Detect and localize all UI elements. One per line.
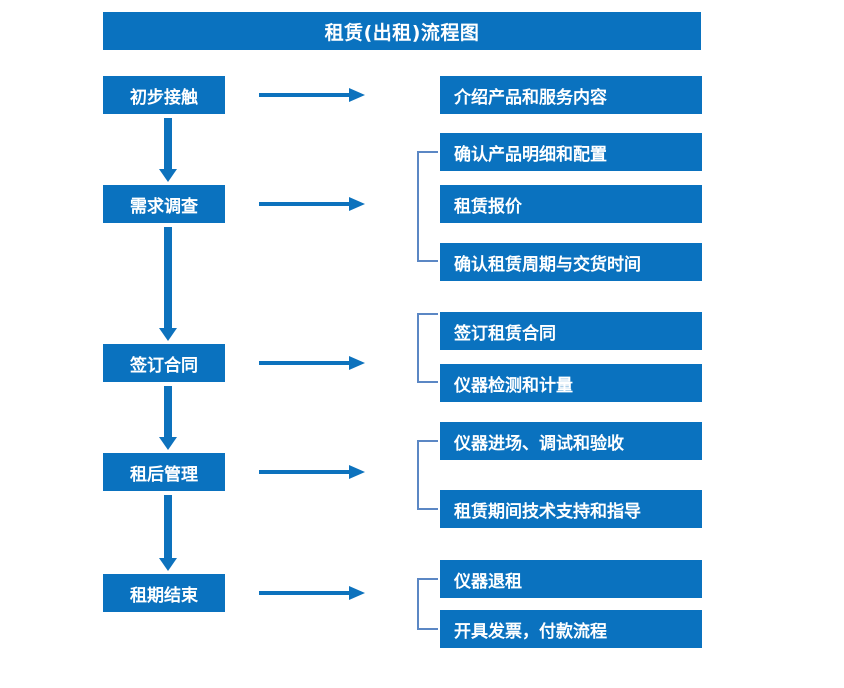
activity-box-invoice-payment[interactable]: 开具发票，付款流程 bbox=[440, 610, 702, 648]
right-arrow-rental-end bbox=[259, 586, 367, 600]
group-bracket-demand-survey bbox=[417, 151, 438, 262]
activity-box-rental-quotation[interactable]: 租赁报价 bbox=[440, 185, 702, 223]
activity-box-confirm-period-delivery[interactable]: 确认租赁周期与交货时间 bbox=[440, 243, 702, 281]
activity-box-confirm-product-details[interactable]: 确认产品明细和配置 bbox=[440, 133, 702, 171]
flowchart-title: 租赁(出租)流程图 bbox=[103, 12, 701, 50]
right-arrow-initial-contact bbox=[259, 88, 367, 102]
group-bracket-post-rental-management bbox=[417, 440, 438, 510]
stage-box-rental-end[interactable]: 租期结束 bbox=[103, 574, 225, 612]
down-arrow-survey-to-contract bbox=[159, 227, 177, 341]
activity-box-sign-rental-contract[interactable]: 签订租赁合同 bbox=[440, 312, 702, 350]
down-arrow-contract-to-management bbox=[159, 386, 177, 450]
stage-box-sign-contract[interactable]: 签订合同 bbox=[103, 344, 225, 382]
activity-box-technical-support[interactable]: 租赁期间技术支持和指导 bbox=[440, 490, 702, 528]
activity-box-instrument-inspection[interactable]: 仪器检测和计量 bbox=[440, 364, 702, 402]
down-arrow-management-to-end bbox=[159, 495, 177, 571]
right-arrow-demand-survey bbox=[259, 197, 367, 211]
stage-box-demand-survey[interactable]: 需求调查 bbox=[103, 185, 225, 223]
stage-box-initial-contact[interactable]: 初步接触 bbox=[103, 76, 225, 114]
activity-box-instrument-entry-commissioning[interactable]: 仪器进场、调试和验收 bbox=[440, 422, 702, 460]
group-bracket-sign-contract bbox=[417, 313, 438, 383]
stage-box-post-rental-management[interactable]: 租后管理 bbox=[103, 453, 225, 491]
activity-box-introduce-products[interactable]: 介绍产品和服务内容 bbox=[440, 76, 702, 114]
activity-box-instrument-return[interactable]: 仪器退租 bbox=[440, 560, 702, 598]
right-arrow-post-rental-management bbox=[259, 465, 367, 479]
right-arrow-sign-contract bbox=[259, 356, 367, 370]
down-arrow-contact-to-survey bbox=[159, 118, 177, 182]
group-bracket-rental-end bbox=[417, 578, 438, 630]
